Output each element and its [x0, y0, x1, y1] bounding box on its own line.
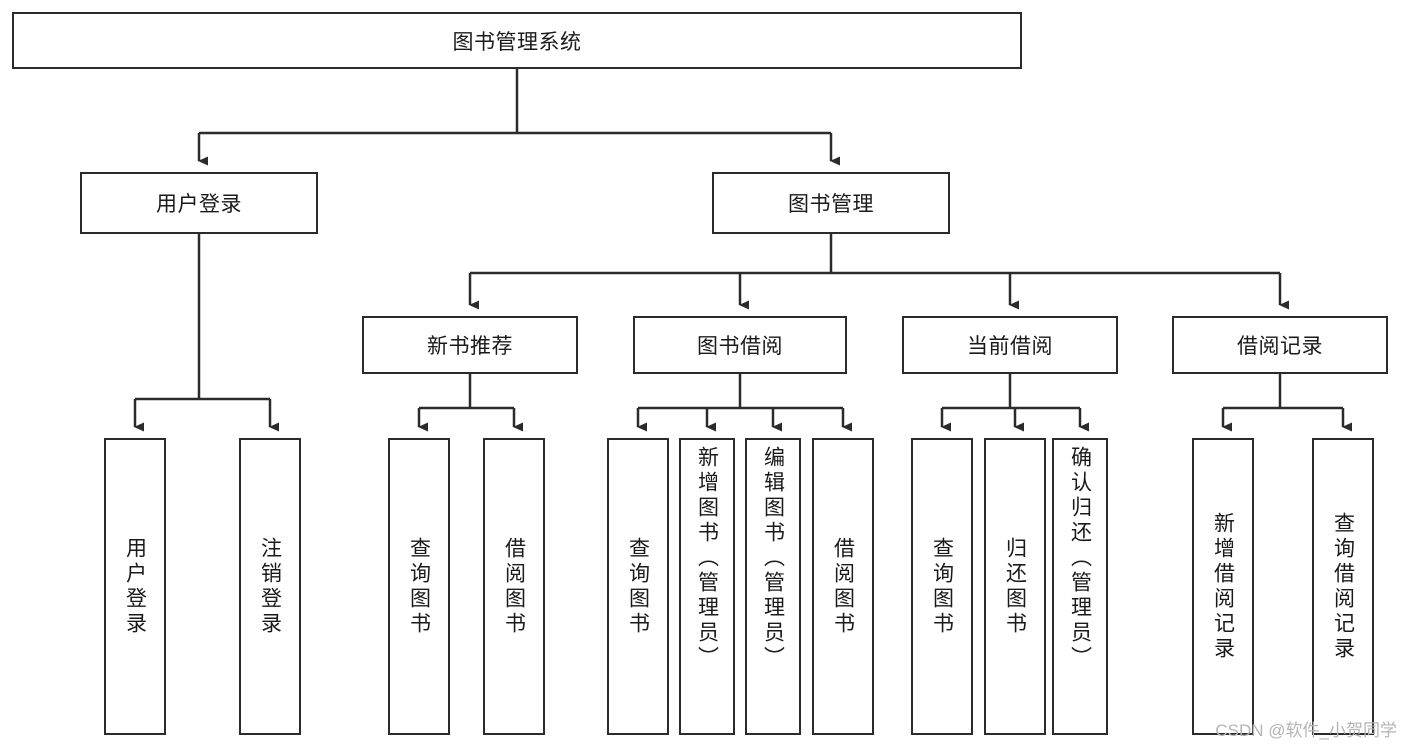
node-leaf-10[interactable]: 归还图书 — [984, 438, 1046, 735]
node-bookmgmt[interactable]: 图书管理 — [712, 172, 950, 234]
node-label: 当前借阅 — [967, 335, 1053, 358]
node-label: 新书推荐 — [427, 335, 513, 358]
node-label: 图书管理 — [788, 193, 874, 216]
node-login[interactable]: 用户登录 — [80, 172, 318, 234]
node-label: 确认归还（管理员） — [1068, 446, 1092, 671]
node-leaf-4[interactable]: 借阅图书 — [483, 438, 545, 735]
node-root[interactable]: 图书管理系统 — [12, 12, 1022, 69]
node-leaf-12[interactable]: 新增借阅记录 — [1192, 438, 1254, 735]
node-label: 用户登录 — [156, 193, 242, 216]
node-label: 归还图书 — [1003, 536, 1027, 637]
node-label: 图书借阅 — [697, 335, 783, 358]
node-leaf-7[interactable]: 编辑图书（管理员） — [745, 438, 801, 735]
node-label: 新增图书（管理员） — [695, 446, 719, 671]
node-label: 编辑图书（管理员） — [761, 446, 785, 671]
node-leaf-13[interactable]: 查询借阅记录 — [1312, 438, 1374, 735]
node-records[interactable]: 借阅记录 — [1172, 316, 1388, 374]
node-label: 查询图书 — [930, 536, 954, 637]
node-label: 图书管理系统 — [452, 30, 582, 54]
node-label: 借阅图书 — [831, 536, 855, 637]
node-label: 借阅图书 — [502, 536, 526, 637]
edge-paths — [133, 69, 1352, 432]
node-leaf-8[interactable]: 借阅图书 — [812, 438, 874, 735]
node-label: 新增借阅记录 — [1211, 511, 1235, 662]
node-label: 借阅记录 — [1237, 335, 1323, 358]
node-newbook[interactable]: 新书推荐 — [362, 316, 578, 374]
node-label: 查询图书 — [626, 536, 650, 637]
node-leaf-1[interactable]: 用户登录 — [104, 438, 166, 735]
node-leaf-3[interactable]: 查询图书 — [388, 438, 450, 735]
node-label: 查询图书 — [407, 536, 431, 637]
node-current[interactable]: 当前借阅 — [902, 316, 1118, 374]
node-leaf-5[interactable]: 查询图书 — [607, 438, 669, 735]
node-leaf-2[interactable]: 注销登录 — [239, 438, 301, 735]
node-borrow[interactable]: 图书借阅 — [633, 316, 847, 374]
node-leaf-11[interactable]: 确认归还（管理员） — [1052, 438, 1108, 735]
node-label: 注销登录 — [258, 536, 282, 637]
node-leaf-9[interactable]: 查询图书 — [911, 438, 973, 735]
node-label: 用户登录 — [123, 536, 147, 637]
csdn-watermark: CSDN @软件_小贺同学 — [1215, 721, 1397, 740]
node-label: 查询借阅记录 — [1331, 511, 1355, 662]
node-leaf-6[interactable]: 新增图书（管理员） — [679, 438, 735, 735]
